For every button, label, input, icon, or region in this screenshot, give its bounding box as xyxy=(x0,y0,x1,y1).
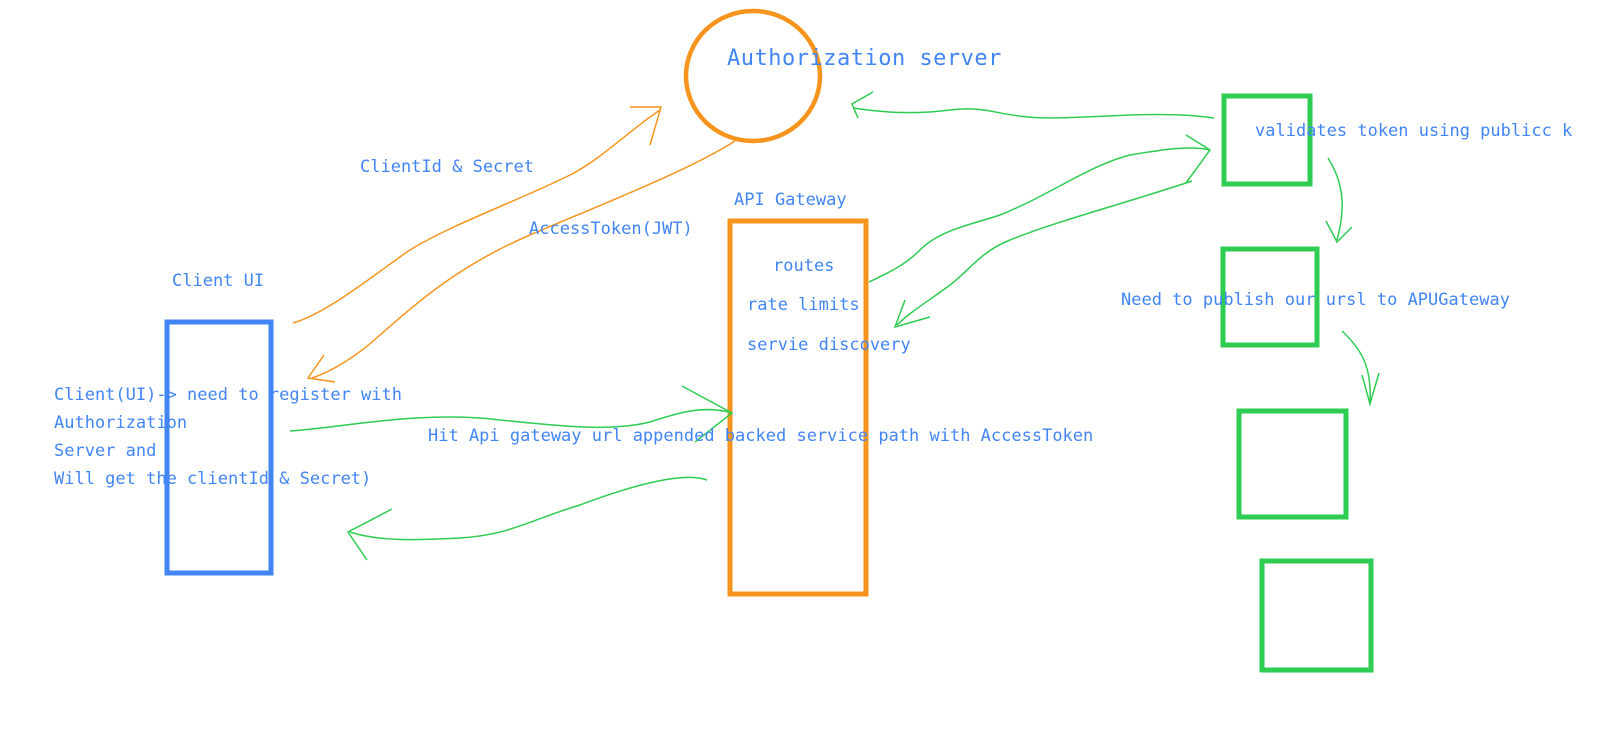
gateway-to-service-arrow xyxy=(868,147,1211,283)
client-to-auth-arrowhead xyxy=(630,106,662,146)
client-ui-label: Client UI xyxy=(172,271,265,291)
client-ui-box xyxy=(164,319,274,576)
client-registration-note: Client(UI)-> need to register with Autho… xyxy=(54,381,402,493)
client-note-line-1: Client(UI)-> need to register with xyxy=(54,385,402,405)
service-to-gateway-arrow xyxy=(896,180,1193,326)
client-note-line-4: Will get the clientId & Secret) xyxy=(54,469,372,489)
service1-to-service2-arrow xyxy=(1327,157,1343,241)
auth-to-client-arrow xyxy=(311,140,736,379)
client-note-line-3: Server and xyxy=(54,441,157,461)
publish-urls-label: Need to publish our ursl to APUGateway xyxy=(1121,290,1510,310)
api-gateway-label: API Gateway xyxy=(734,190,847,210)
gateway-to-service-arrowhead xyxy=(1185,134,1212,184)
service-box-3 xyxy=(1236,408,1349,520)
client-id-secret-label: ClientId & Secret xyxy=(360,157,534,177)
service-box-2 xyxy=(1220,246,1320,348)
client-to-gateway-arrowhead xyxy=(681,385,734,443)
gateway-service-discovery-label: servie discovery xyxy=(747,335,911,355)
service-to-auth-arrowhead xyxy=(851,91,874,119)
authorization-server-label: Authorization server xyxy=(727,46,1002,71)
authorization-server-circle xyxy=(683,8,823,144)
gateway-to-client-arrowhead xyxy=(346,508,393,561)
service-box-4 xyxy=(1259,558,1374,673)
api-gateway-box xyxy=(727,218,869,597)
client-note-line-2: Authorization xyxy=(54,413,188,433)
access-token-label: AccessToken(JWT) xyxy=(529,219,693,239)
gateway-to-client-arrow xyxy=(349,476,708,541)
service-to-auth-arrow xyxy=(852,107,1215,119)
service2-to-service3-arrowhead xyxy=(1361,372,1380,407)
service2-to-service3-arrow xyxy=(1341,330,1371,403)
auth-to-client-arrowhead xyxy=(306,354,336,383)
client-to-gateway-arrow xyxy=(289,408,733,432)
validates-token-label: validates token using publicc k xyxy=(1255,121,1573,141)
service-box-1 xyxy=(1221,93,1313,187)
gateway-rate-limits-label: rate limits xyxy=(747,295,860,315)
client-to-auth-arrow xyxy=(292,109,661,324)
service1-to-service2-arrowhead xyxy=(1325,220,1353,244)
service-to-gateway-arrowhead xyxy=(893,299,931,329)
gateway-routes-label: routes xyxy=(773,256,835,276)
hit-api-gateway-label: Hit Api gateway url appended backed serv… xyxy=(428,426,1094,446)
